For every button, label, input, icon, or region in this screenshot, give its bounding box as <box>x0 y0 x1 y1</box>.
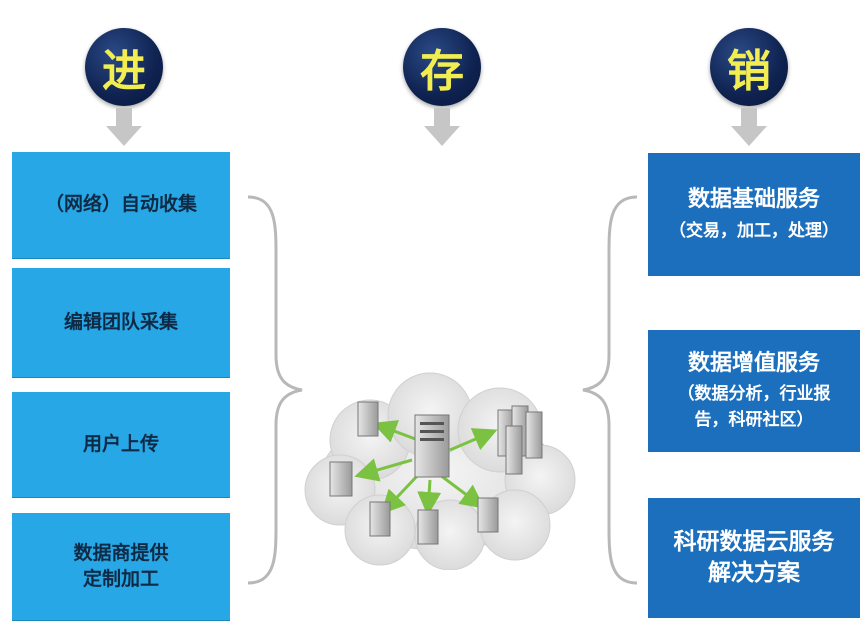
left-box-label: （网络）自动收集 <box>44 193 197 216</box>
left-box-data-vendor: 数据商提供 定制加工 <box>12 513 230 621</box>
stage-sell-circle: 销 <box>710 28 788 106</box>
right-box-subtitle: （交易，加工，处理） <box>669 220 839 241</box>
stage-sell-label: 销 <box>727 46 771 97</box>
right-box-subtitle-line1: （数据分析，行业报 <box>677 384 831 405</box>
right-box-title: 科研数据云服务 <box>673 528 835 555</box>
stage-in-circle: 进 <box>85 28 163 106</box>
left-box-user-upload: 用户上传 <box>12 392 230 498</box>
right-box-cloud-service: 科研数据云服务 解决方案 <box>648 498 860 618</box>
right-box-value-added-service: 数据增值服务 （数据分析，行业报 告，科研社区） <box>648 330 860 452</box>
left-box-label: 编辑团队采集 <box>63 310 178 333</box>
right-box-title: 数据基础服务 <box>687 186 820 212</box>
cloud-network <box>300 370 580 571</box>
right-brace-icon <box>582 195 638 585</box>
down-arrow-icon <box>106 108 142 146</box>
right-box-subtitle: （数据分析，行业报 告，科研社区） <box>678 382 831 433</box>
down-arrow-icon <box>424 108 460 146</box>
cloud-icon <box>304 372 576 571</box>
right-box-title-line2: 解决方案 <box>708 560 800 586</box>
stage-store-label: 存 <box>420 46 464 97</box>
left-box-label: 数据商提供 <box>73 541 169 564</box>
left-box-auto-collect: （网络）自动收集 <box>12 152 230 259</box>
server-icon <box>414 414 450 478</box>
left-brace-icon <box>247 195 303 585</box>
left-box-label-line2: 定制加工 <box>82 567 159 590</box>
left-box-editorial-collect: 编辑团队采集 <box>12 268 230 378</box>
down-arrow-icon <box>731 108 767 146</box>
right-box-title: 数据增值服务 <box>687 350 820 376</box>
right-box-basic-service: 数据基础服务 （交易，加工，处理） <box>648 153 860 276</box>
stage-in-label: 进 <box>102 46 146 97</box>
left-box-label: 用户上传 <box>82 432 159 455</box>
right-box-subtitle-line2: 告，科研社区） <box>694 409 814 430</box>
stage-store-circle: 存 <box>403 28 481 106</box>
